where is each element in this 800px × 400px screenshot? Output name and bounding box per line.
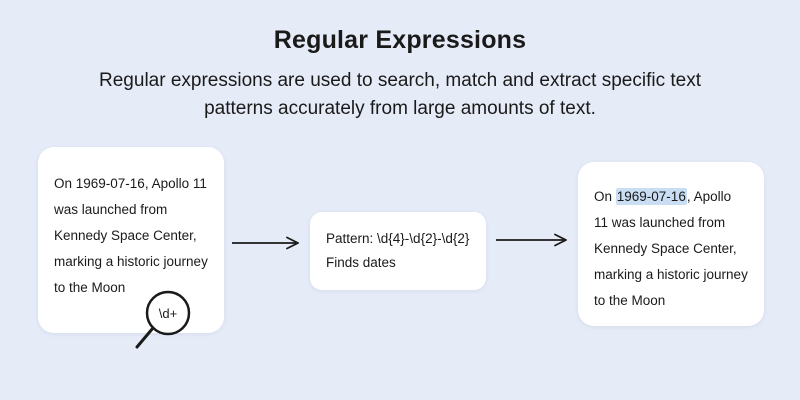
output-text-after: , Apollo 11 was launched from Kennedy Sp…	[594, 189, 748, 308]
pattern-description: Finds dates	[326, 255, 396, 270]
arrow-left-icon	[232, 236, 299, 250]
pattern-card: Pattern: \d{4}-\d{2}-\d{2} Finds dates	[310, 212, 486, 290]
header: Regular Expressions Regular expressions …	[0, 26, 800, 123]
magnifier-label: \d+	[159, 306, 177, 321]
highlighted-match: 1969-07-16	[615, 188, 687, 205]
page-title: Regular Expressions	[273, 26, 527, 54]
input-text-card: On 1969-07-16, Apollo 11 was launched fr…	[38, 147, 224, 349]
magnifier-icon: \d+	[135, 290, 191, 349]
pattern-line: Pattern: \d{4}-\d{2}-\d{2}	[326, 231, 470, 246]
arrow-right-icon	[496, 233, 567, 247]
output-text: On 1969-07-16, Apollo 11 was launched fr…	[594, 184, 748, 314]
input-text: On 1969-07-16, Apollo 11 was launched fr…	[54, 176, 208, 295]
output-text-before: On	[594, 189, 616, 204]
output-text-card: On 1969-07-16, Apollo 11 was launched fr…	[578, 162, 764, 326]
page-subtitle: Regular expressions are used to search, …	[99, 70, 701, 120]
